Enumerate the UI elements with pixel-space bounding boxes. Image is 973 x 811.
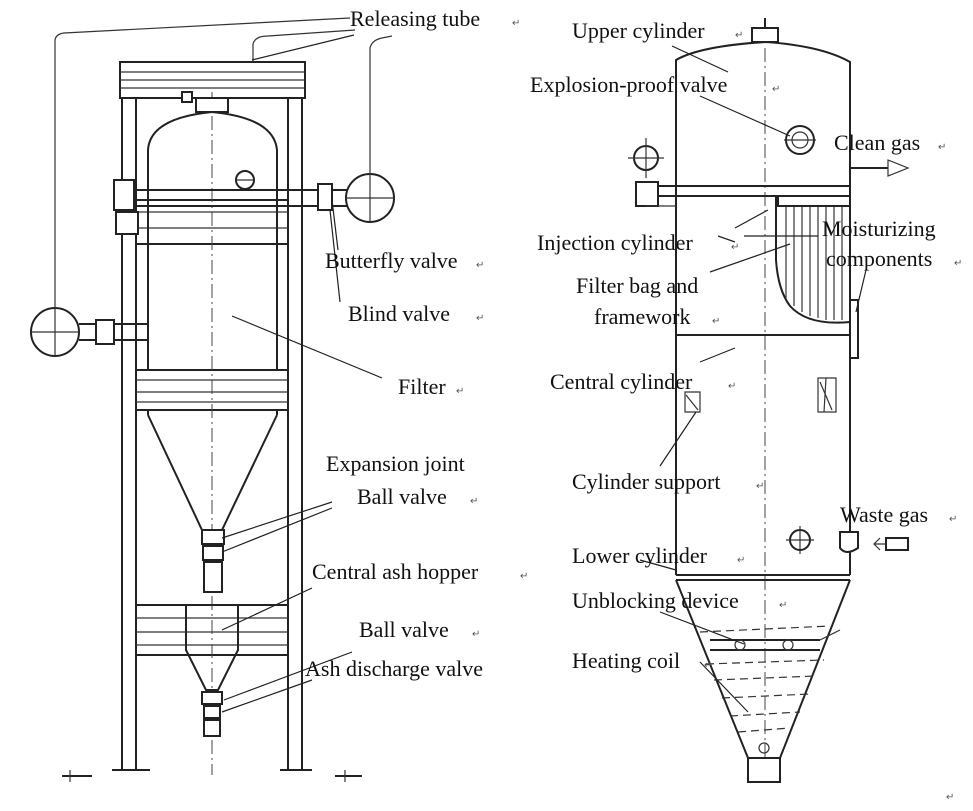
paragraph-mark: ↵ bbox=[779, 600, 787, 611]
heating-coil bbox=[699, 625, 831, 733]
label-central-cylinder: Central cylinder bbox=[550, 369, 693, 394]
right-leader-lines bbox=[639, 45, 867, 713]
paragraph-mark: ↵ bbox=[946, 792, 954, 803]
label-cylinder-support: Cylinder support bbox=[572, 469, 721, 494]
right-structure bbox=[628, 18, 910, 785]
label-unblocking-device: Unblocking device bbox=[572, 588, 739, 613]
left-structure bbox=[30, 17, 395, 782]
label-injection-cylinder: Injection cylinder bbox=[537, 230, 693, 255]
paragraph-mark: ↵ bbox=[731, 242, 739, 253]
label-waste-gas: Waste gas bbox=[840, 502, 928, 527]
paragraph-mark: ↵ bbox=[938, 142, 946, 153]
label-heating-coil: Heating coil bbox=[572, 648, 680, 673]
label-ball-valve-upper: Ball valve bbox=[357, 484, 447, 509]
left-labels: Releasing tube ↵ Butterfly valve ↵ Blind… bbox=[305, 6, 528, 681]
label-lower-cylinder: Lower cylinder bbox=[572, 543, 708, 568]
paragraph-mark: ↵ bbox=[704, 660, 712, 671]
paragraph-mark: ↵ bbox=[712, 316, 720, 327]
label-filter: Filter bbox=[398, 374, 446, 399]
label-explosion-proof-valve: Explosion-proof valve bbox=[530, 72, 727, 97]
label-moisturizing-line1: Moisturizing bbox=[822, 216, 936, 241]
left-leader-lines bbox=[221, 34, 383, 713]
label-filter-bag-line1: Filter bag and bbox=[576, 273, 698, 298]
label-filter-bag-line2: framework bbox=[594, 304, 691, 329]
label-clean-gas: Clean gas bbox=[834, 130, 920, 155]
paragraph-mark: ↵ bbox=[756, 481, 764, 492]
label-central-ash-hopper: Central ash hopper bbox=[312, 559, 479, 584]
paragraph-mark: ↵ bbox=[476, 260, 484, 271]
paragraph-mark: ↵ bbox=[949, 514, 957, 525]
paragraph-mark: ↵ bbox=[476, 313, 484, 324]
label-upper-cylinder: Upper cylinder bbox=[572, 18, 705, 43]
label-moisturizing-line2: components bbox=[826, 246, 932, 271]
filter-bag-bundle bbox=[775, 195, 851, 324]
paragraph-mark: ↵ bbox=[728, 381, 736, 392]
paragraph-mark: ↵ bbox=[735, 30, 743, 41]
paragraph-mark: ↵ bbox=[472, 629, 480, 640]
label-ball-valve-lower: Ball valve bbox=[359, 617, 449, 642]
right-labels: Upper cylinder ↵ Explosion-proof valve ↵… bbox=[530, 18, 962, 803]
paragraph-mark: ↵ bbox=[954, 258, 962, 269]
paragraph-mark: ↵ bbox=[737, 555, 745, 566]
label-expansion-joint: Expansion joint bbox=[326, 451, 465, 476]
paragraph-mark: ↵ bbox=[470, 496, 478, 507]
paragraph-mark: ↵ bbox=[512, 18, 520, 29]
paragraph-mark: ↵ bbox=[456, 386, 464, 397]
paragraph-mark: ↵ bbox=[520, 571, 528, 582]
paragraph-mark: ↵ bbox=[772, 84, 780, 95]
label-releasing-tube: Releasing tube bbox=[350, 6, 480, 31]
label-butterfly-valve: Butterfly valve bbox=[325, 248, 458, 273]
label-blind-valve: Blind valve bbox=[348, 301, 450, 326]
label-ash-discharge-valve: Ash discharge valve bbox=[305, 656, 483, 681]
